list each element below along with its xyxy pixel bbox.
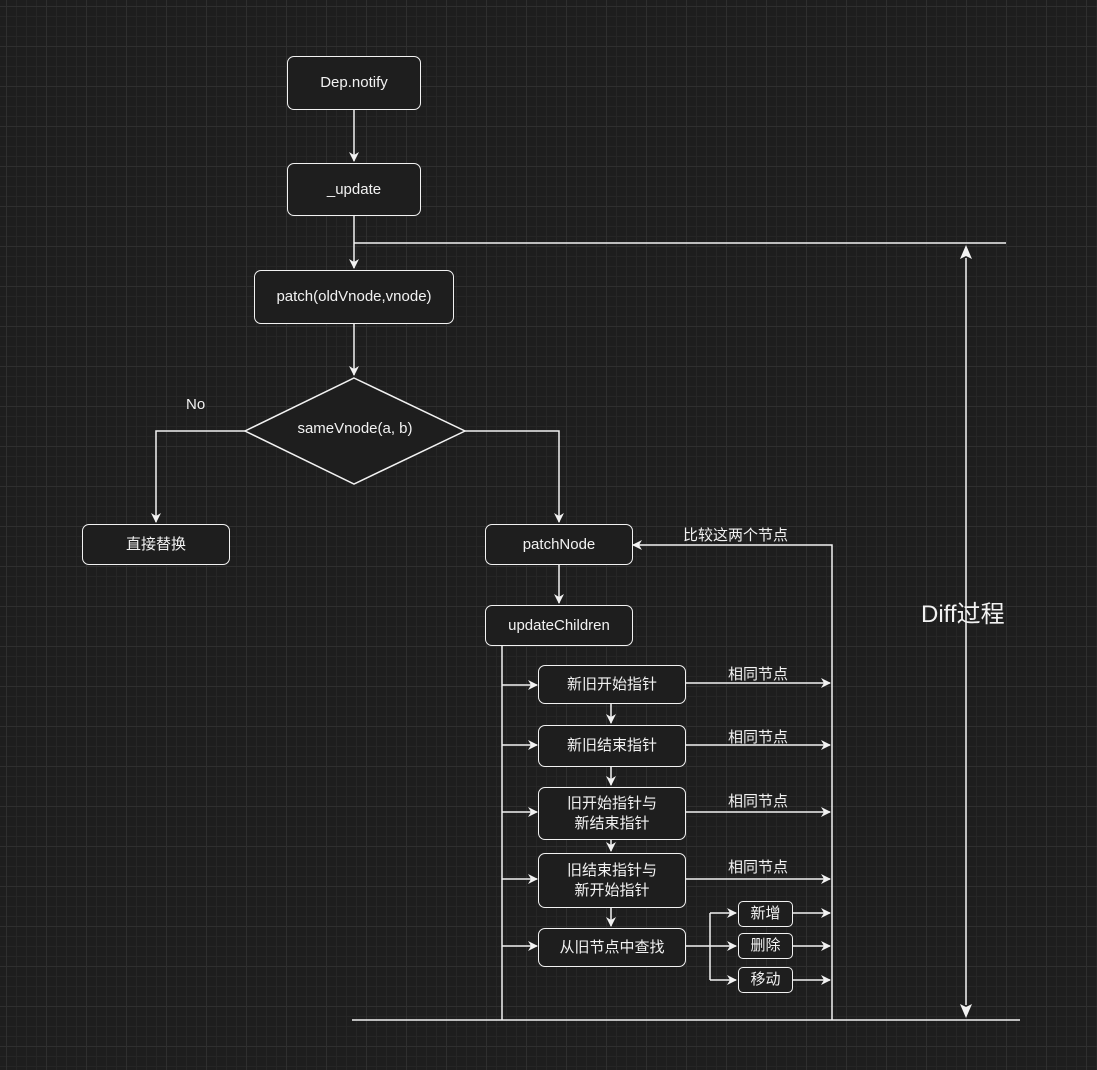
arrow-no-to-replace xyxy=(151,430,245,523)
arrow-yes-to-patchnode xyxy=(465,430,564,523)
same-node-label-2: 相同节点 xyxy=(728,729,789,746)
step-old-start-new-end: 旧开始指针与 新结束指针 xyxy=(538,787,686,840)
same-vnode-label: sameVnode(a, b) xyxy=(297,420,413,437)
update-children-node: updateChildren xyxy=(485,605,633,646)
same-node-label-3: 相同节点 xyxy=(728,793,789,810)
replace-node: 直接替换 xyxy=(82,524,230,565)
op-delete-node: 删除 xyxy=(738,933,793,959)
update-node: _update xyxy=(287,163,421,216)
same-vnode-diamond xyxy=(243,377,467,485)
same-node-label-4: 相同节点 xyxy=(728,859,789,876)
same-node-label-1: 相同节点 xyxy=(728,666,789,683)
op-add-node: 新增 xyxy=(738,901,793,927)
op-move-node: 移动 xyxy=(738,967,793,993)
diff-span-arrowhead-top xyxy=(960,245,972,259)
patch-node: patch(oldVnode,vnode) xyxy=(254,270,454,324)
diff-process-label: Diff过程 xyxy=(921,601,1005,628)
patchnode-node: patchNode xyxy=(485,524,633,565)
step-old-end-new-start: 旧结束指针与 新开始指针 xyxy=(538,853,686,908)
arrow-return-to-patchnode xyxy=(632,540,833,1020)
diff-span-arrowhead-bottom xyxy=(960,1004,972,1018)
step-find-in-old: 从旧节点中查找 xyxy=(538,928,686,967)
step-old-new-end: 新旧结束指针 xyxy=(538,725,686,767)
no-label: No xyxy=(186,396,206,413)
compare-two-label: 比较这两个节点 xyxy=(683,527,789,544)
dep-notify-node: Dep.notify xyxy=(287,56,421,110)
step-old-new-start: 新旧开始指针 xyxy=(538,665,686,704)
